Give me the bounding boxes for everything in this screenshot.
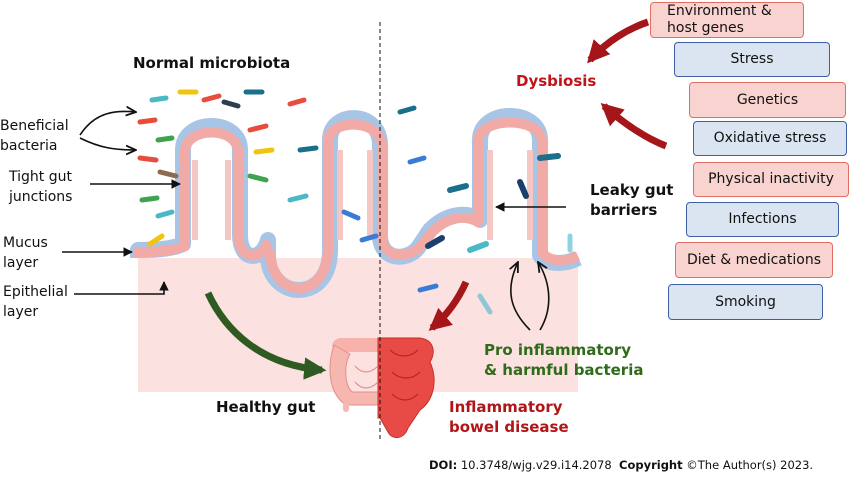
bacteria-cluster [137,89,573,315]
arrow-environment-to-dysbiosis [587,18,650,64]
factor-stress-box: Stress [674,42,830,77]
dysbiosis-label: Dysbiosis [516,72,597,90]
arrow-beneficial-lower [79,137,136,150]
gut-tissue [130,108,582,392]
factor-infections-box: Infections [686,202,839,237]
arrow-to-healthy-gut [204,291,327,380]
arrow-factors-to-dysbiosis [600,103,668,150]
factor-environment-box: Environment &host genes [650,2,804,38]
arrow-pro-inflammatory-a [511,262,531,331]
normal-microbiota-title: Normal microbiota [133,54,291,72]
factor-genetics-box: Genetics [689,82,846,118]
healthy-gut-label: Healthy gut [216,398,316,416]
arrow-to-ibd [428,280,470,331]
factor-smoking-box: Smoking [668,284,823,320]
arrow-pro-inflammatory-b [538,262,550,331]
footer-citation: DOI: 10.3748/wjg.v29.i14.2078 Copyright … [429,458,814,472]
colon-illustration [329,337,435,438]
factor-diet-medications-box: Diet & medications [675,242,833,278]
left-annotation-arrows [62,111,566,331]
factor-physical-inactivity-box: Physical inactivity [693,162,849,197]
arrow-beneficial-upper [79,111,136,136]
factor-oxidative-stress-box: Oxidative stress [693,121,847,156]
pro-inflammatory-label: Pro inflammatory& harmful bacteria [484,341,644,379]
arrow-epithelial [74,281,169,295]
